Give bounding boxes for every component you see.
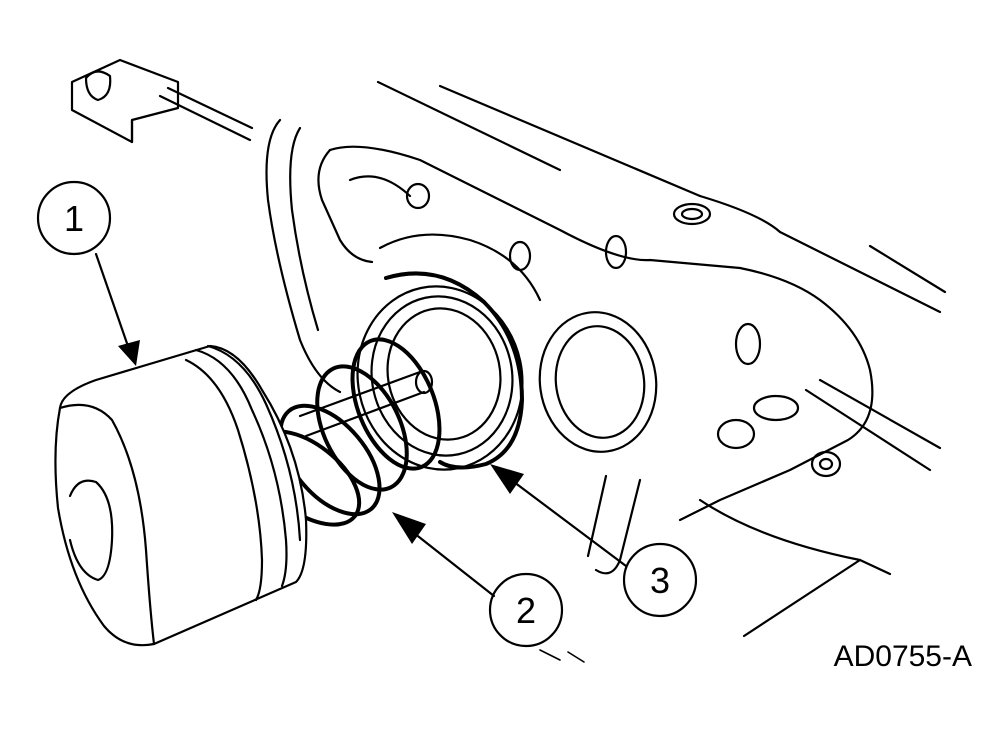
callout-3: 3 bbox=[490, 464, 698, 618]
callout-1-label: 1 bbox=[64, 198, 84, 239]
callout-1-bubble bbox=[36, 180, 112, 256]
accumulator-piston bbox=[54, 344, 308, 647]
callout-2-bubble bbox=[488, 572, 564, 648]
callout-2-arrowhead bbox=[392, 512, 426, 544]
bore-seal-ring bbox=[384, 271, 525, 470]
callout-1: 1 bbox=[36, 180, 140, 366]
callout-2-label: 2 bbox=[516, 590, 536, 631]
callout-3-arrowhead bbox=[490, 464, 524, 494]
callout-3-label: 3 bbox=[650, 560, 670, 601]
callout-3-bubble bbox=[622, 542, 698, 618]
callout-1-arrowhead bbox=[118, 340, 140, 366]
transmission-case bbox=[70, 58, 947, 663]
callout-2: 2 bbox=[392, 512, 564, 648]
figure-reference-code: AD0755-A bbox=[834, 640, 972, 673]
